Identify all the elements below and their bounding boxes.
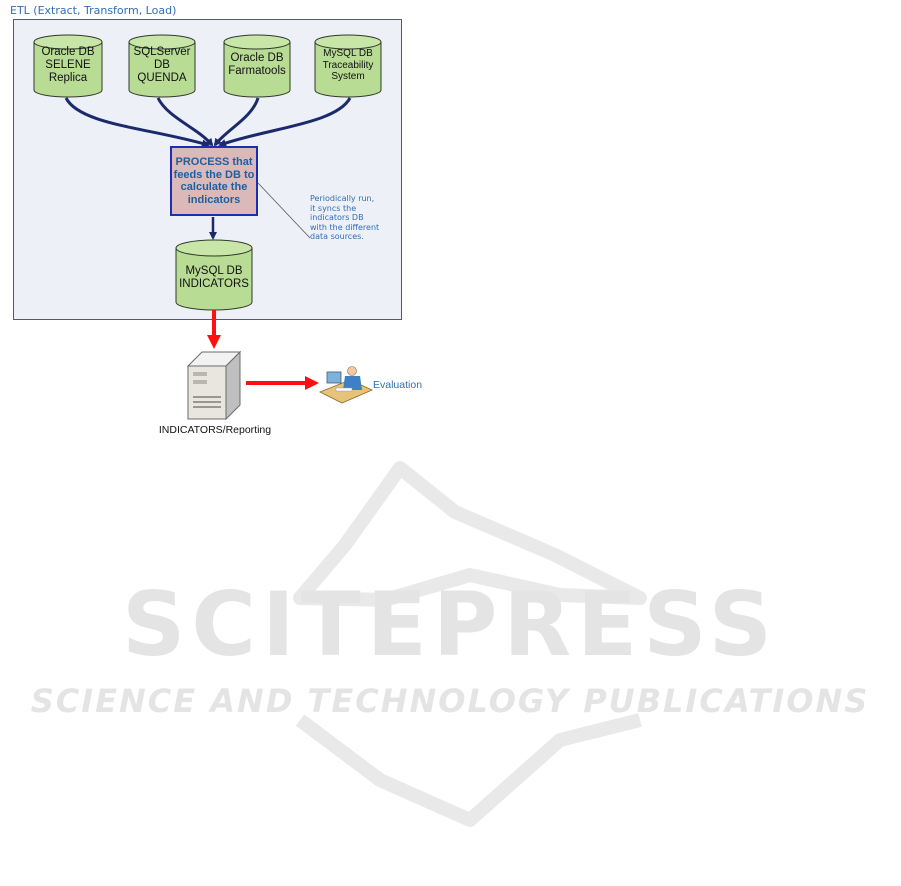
arrow-source3-to-process [213, 97, 260, 147]
evaluation-user-icon [319, 366, 373, 404]
watermark-title: SCITEPRESS [122, 573, 778, 676]
source-db-label-1: Oracle DB SELENE Replica [41, 46, 95, 84]
source-db-cylinder-4 [314, 34, 382, 98]
arrow-source2-to-process [156, 97, 214, 147]
process-keyword: PROCESS [175, 156, 230, 168]
server-icon [186, 350, 242, 421]
indicators-db-label: MySQL DB INDICATORS [179, 265, 249, 290]
arrow-source4-to-process [218, 97, 352, 147]
note-leader-line [257, 182, 311, 239]
server-label: INDICATORS/Reporting [158, 424, 272, 436]
source-db-cylinder-1 [33, 34, 103, 98]
process-box: PROCESS that feeds the DB to calculate t… [170, 146, 258, 216]
arrow-source1-to-process [64, 97, 210, 148]
watermark-book-outline [293, 461, 647, 607]
diagram-title: ETL (Extract, Transform, Load) [10, 4, 177, 17]
source-db-label-4: MySQL DB Traceability System [322, 48, 374, 82]
source-db-cylinder-3 [223, 34, 291, 98]
source-db-label-2: SQLServer DB QUENDA [133, 46, 191, 84]
watermark-bottom-shape [295, 713, 642, 827]
sync-note: Periodically run, it syncs the indicator… [310, 194, 380, 242]
evaluation-label: Evaluation [373, 379, 423, 391]
watermark-subtitle: SCIENCE AND TECHNOLOGY PUBLICATIONS [31, 682, 870, 720]
source-db-label-3: Oracle DB Farmatools [228, 52, 286, 77]
indicators-db-cylinder [175, 239, 253, 311]
process-description: that feeds the DB to calculate the indic… [173, 156, 255, 206]
source-db-cylinder-2 [128, 34, 196, 98]
